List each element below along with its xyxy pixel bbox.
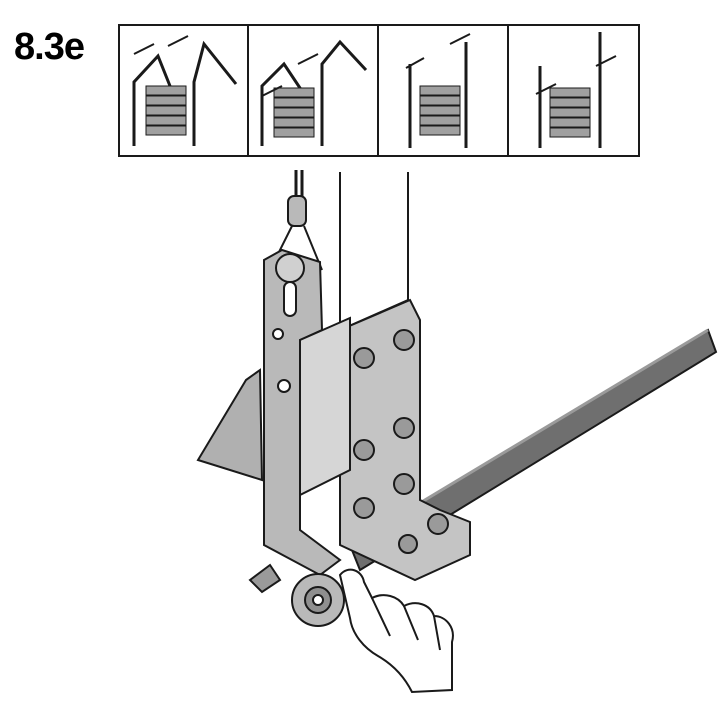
roller-wheel — [248, 563, 345, 627]
bracket-bolts — [353, 329, 449, 554]
hand — [338, 568, 454, 694]
door-track-variant-3-icon — [405, 33, 471, 148]
weather-seal-flap — [196, 368, 264, 482]
door-track-variant-1-icon — [132, 35, 238, 146]
step-number: 8.3e — [14, 26, 85, 68]
track-variant-strip — [118, 24, 640, 157]
door-track-variant-4-icon — [535, 32, 617, 148]
door-track-variant-2-icon — [260, 39, 368, 146]
lift-cable — [269, 170, 323, 271]
door-end-plate — [299, 298, 471, 582]
